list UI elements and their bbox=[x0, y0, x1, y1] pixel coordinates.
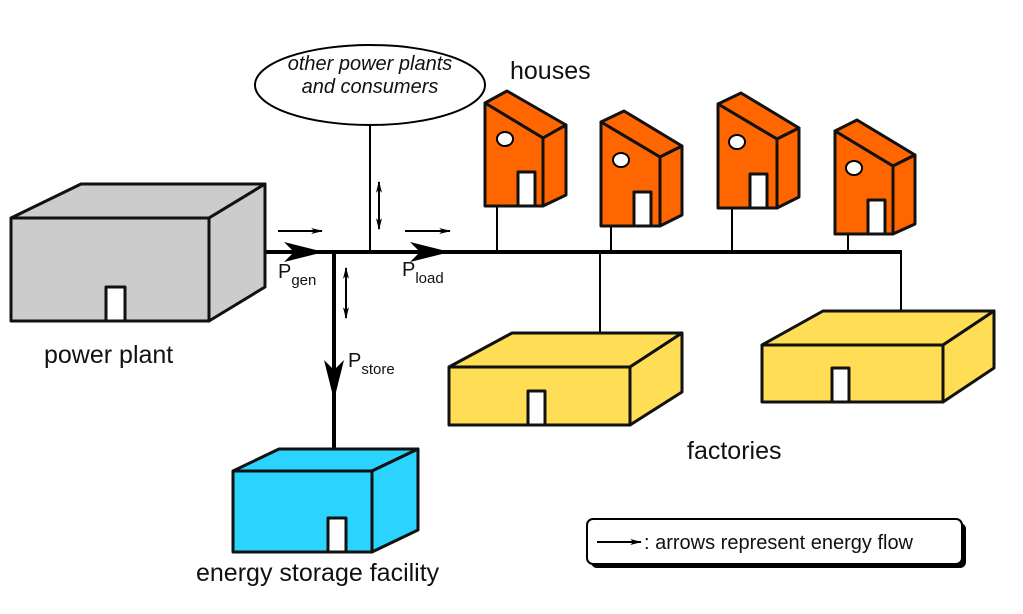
storage-front bbox=[231, 469, 374, 554]
house-door bbox=[866, 198, 887, 236]
other-plants-ellipse bbox=[254, 44, 486, 126]
factories-group: factories bbox=[447, 309, 996, 465]
house-side bbox=[658, 144, 684, 228]
house-4 bbox=[833, 118, 917, 236]
energy-storage-facility: energy storage facility bbox=[196, 447, 440, 587]
p-load-subscript: load bbox=[415, 270, 443, 287]
factory-door bbox=[526, 389, 547, 427]
house-window bbox=[845, 160, 863, 176]
house-2 bbox=[599, 109, 684, 228]
houses-label: houses bbox=[510, 57, 591, 85]
houses-group: houses bbox=[483, 57, 917, 236]
house-window bbox=[612, 152, 630, 168]
house-window bbox=[496, 131, 514, 147]
house-window bbox=[728, 134, 746, 150]
legend: : arrows represent energy flow bbox=[586, 518, 966, 568]
factory-door bbox=[830, 366, 851, 404]
house-side bbox=[775, 126, 801, 210]
other-plants-label-line1: other power plants bbox=[288, 53, 453, 75]
house-side bbox=[541, 123, 568, 208]
legend-text: : arrows represent energy flow bbox=[644, 532, 914, 554]
storage-door bbox=[326, 516, 348, 554]
storage-label: energy storage facility bbox=[196, 559, 440, 587]
p-gen-label: Pgen bbox=[278, 261, 316, 289]
factory-front bbox=[760, 343, 945, 404]
house-3 bbox=[716, 91, 801, 210]
p-store-main: P bbox=[348, 350, 361, 372]
power-plant-door bbox=[104, 285, 127, 323]
house-door bbox=[748, 172, 769, 210]
p-store-subscript: store bbox=[361, 361, 394, 378]
house-door bbox=[516, 170, 537, 208]
p-load-main: P bbox=[402, 259, 415, 281]
house-door bbox=[632, 190, 653, 228]
p-gen-subscript: gen bbox=[291, 272, 316, 289]
p-store-label: Pstore bbox=[348, 350, 395, 378]
other-plants-label-line2: and consumers bbox=[302, 76, 439, 98]
house-1 bbox=[483, 89, 568, 208]
power-plant-label: power plant bbox=[44, 341, 173, 369]
factories-label: factories bbox=[687, 437, 781, 465]
legend-box bbox=[586, 518, 963, 565]
house-side bbox=[891, 153, 917, 236]
power-plant bbox=[9, 182, 267, 323]
flow-arrows bbox=[266, 180, 452, 400]
p-gen-main: P bbox=[278, 261, 291, 283]
p-load-label: Pload bbox=[402, 259, 444, 287]
factory-2 bbox=[760, 309, 996, 404]
flow-labels: Pgen Pload Pstore bbox=[278, 259, 444, 378]
factory-1 bbox=[447, 331, 684, 427]
other-plants-node: other power plants and consumers bbox=[254, 44, 486, 126]
